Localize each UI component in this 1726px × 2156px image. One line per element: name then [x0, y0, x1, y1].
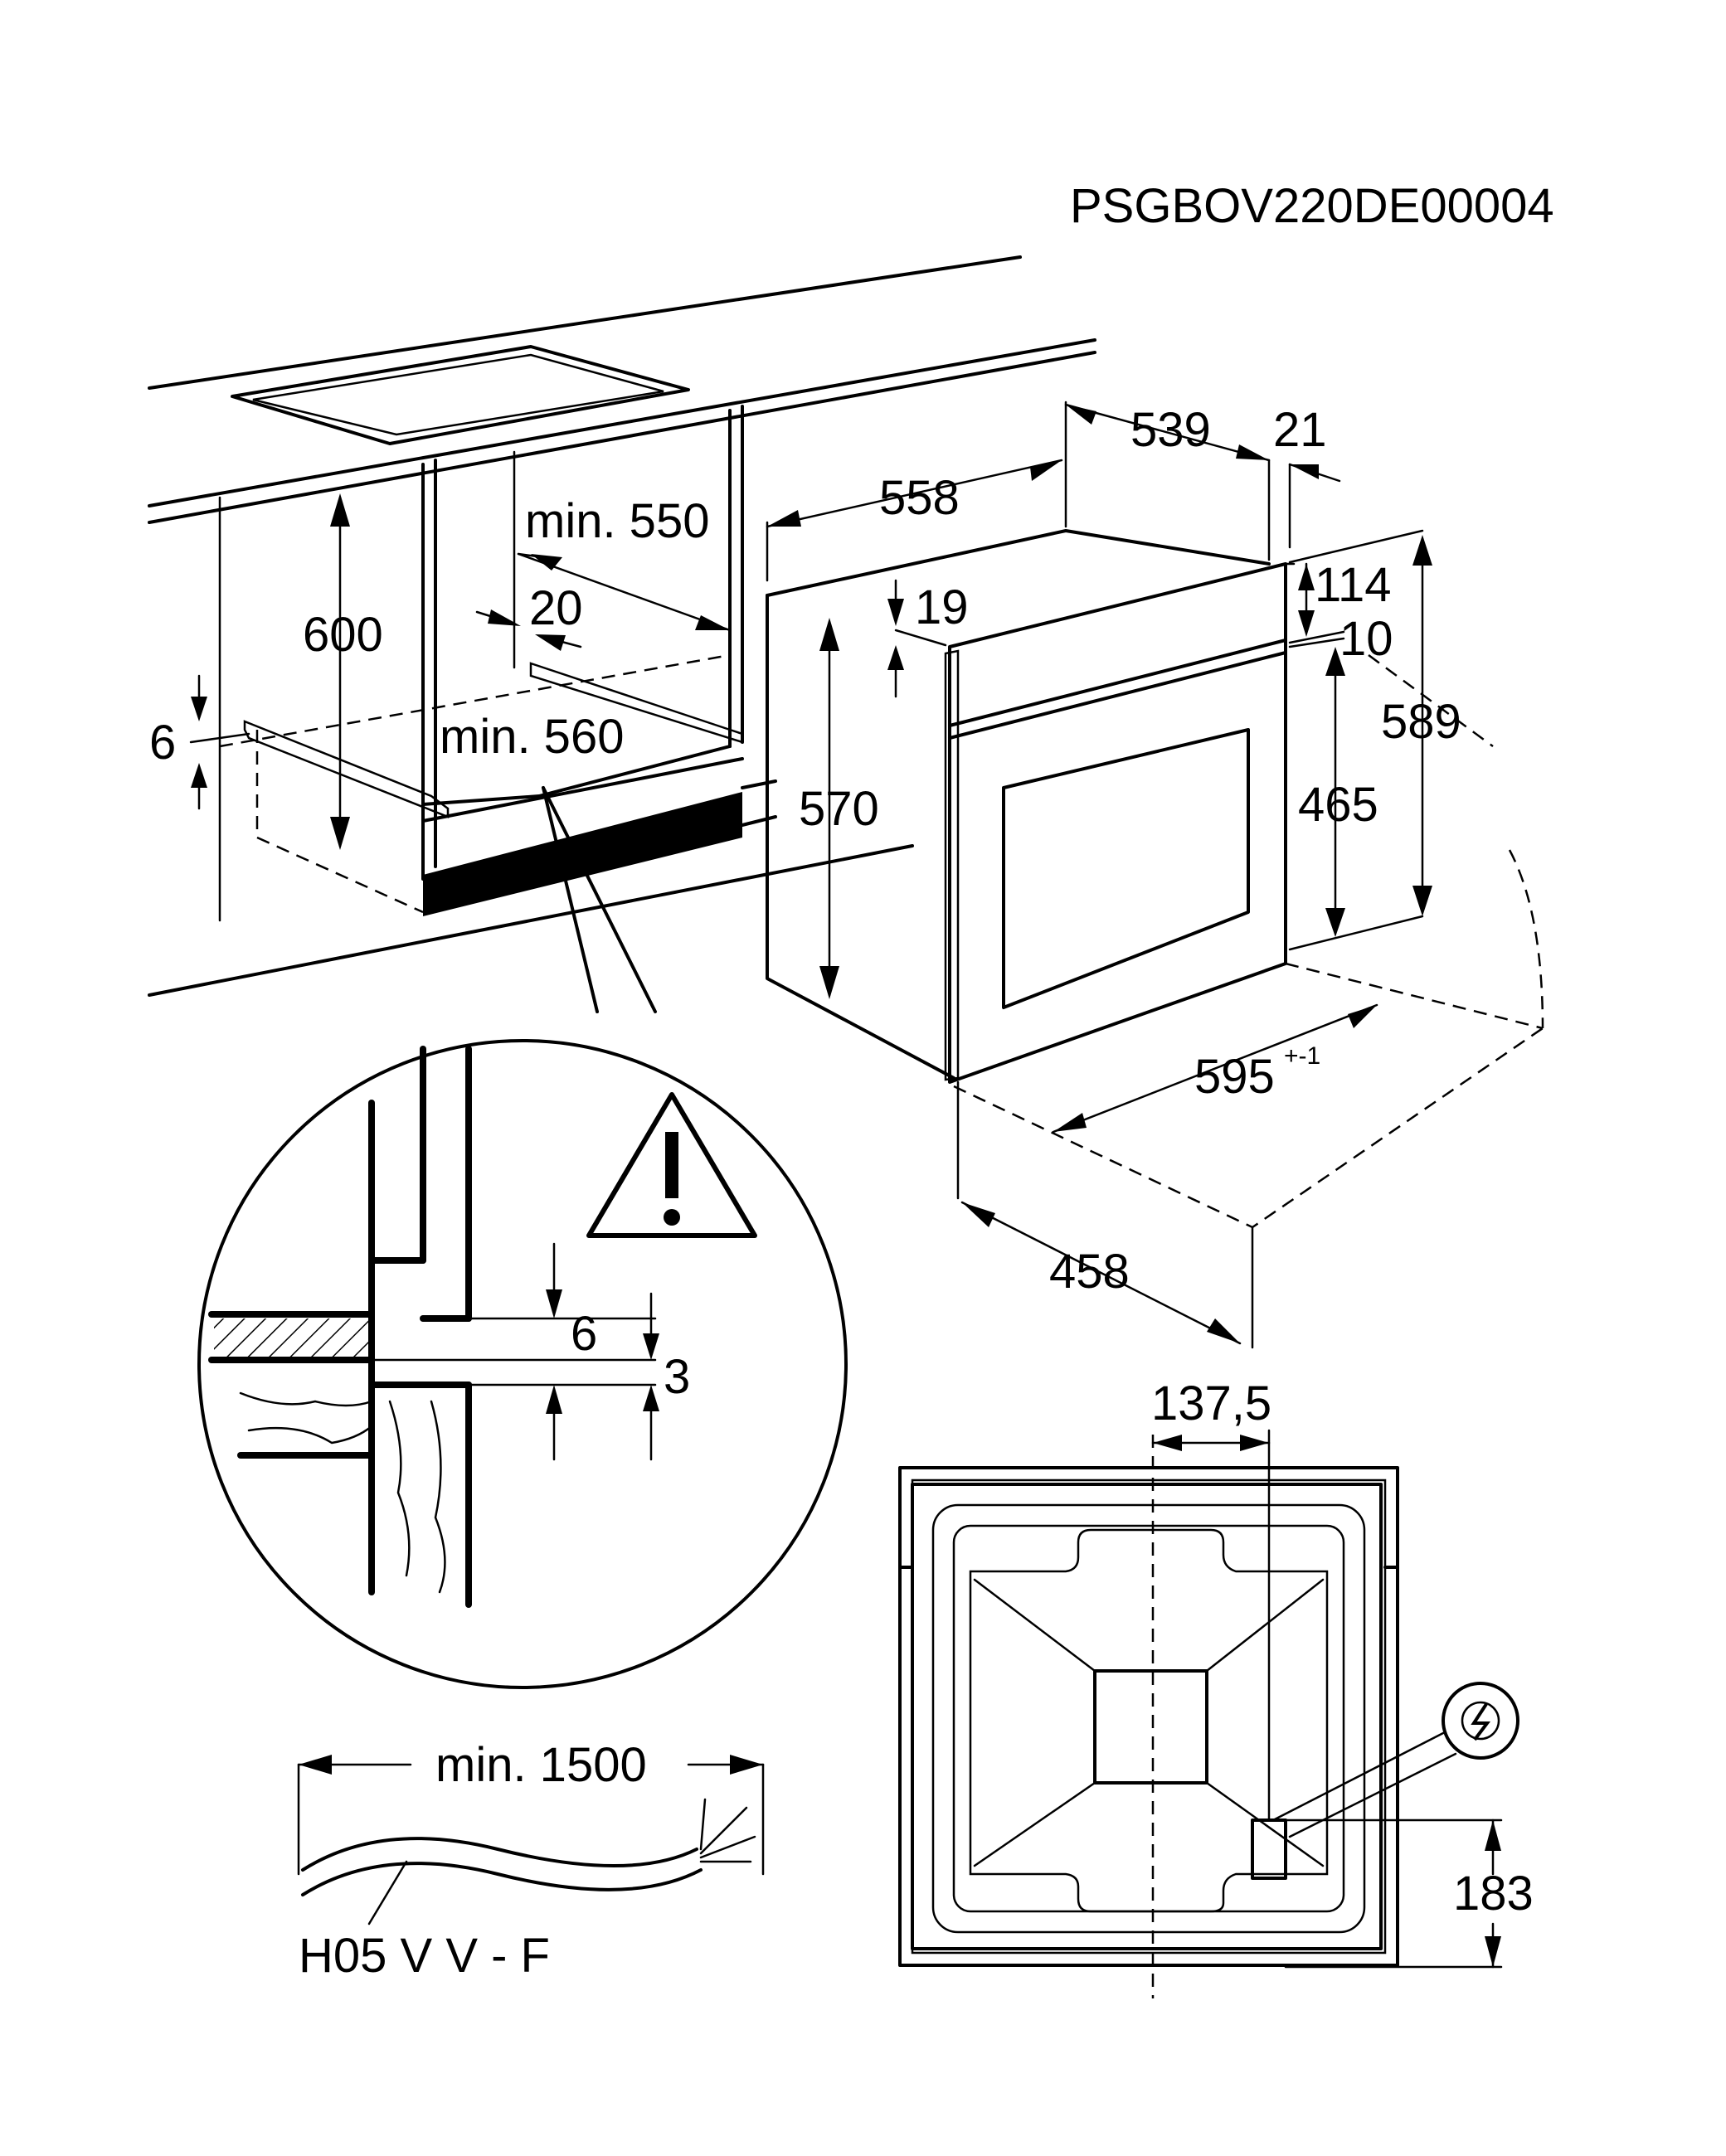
power-connection-icon — [1442, 1682, 1519, 1760]
dim-min-1500: min. 1500 — [435, 1738, 647, 1792]
hob-cutout — [231, 345, 690, 445]
dim-595: 595 — [1194, 1050, 1275, 1104]
warning-icon — [586, 1092, 757, 1238]
dim-570: 570 — [799, 782, 879, 836]
dim-min-550: min. 550 — [525, 494, 709, 548]
dim-20: 20 — [529, 581, 583, 635]
dim-21: 21 — [1273, 403, 1327, 457]
cabinet-drawing — [148, 255, 1096, 1013]
detail-circle — [197, 1039, 848, 1689]
dim-6-rail: 6 — [149, 716, 176, 770]
dim-539: 539 — [1130, 403, 1211, 457]
cable-drawing — [297, 1755, 765, 1925]
oven-back-view — [898, 1429, 1519, 1998]
dim-3-detail: 3 — [664, 1350, 690, 1404]
dim-137-5: 137,5 — [1151, 1377, 1271, 1430]
dim-589: 589 — [1381, 695, 1461, 749]
dim-465: 465 — [1298, 778, 1378, 832]
dim-558: 558 — [879, 471, 960, 525]
dim-595-tolerance: +-1 — [1284, 1042, 1320, 1070]
drawing-code: PSGBOV220DE00004 — [1070, 179, 1554, 233]
dim-min-560: min. 560 — [440, 710, 624, 764]
dim-6-detail: 6 — [571, 1307, 597, 1361]
dim-458: 458 — [1049, 1245, 1130, 1299]
plinth-gap — [423, 792, 742, 916]
dim-183: 183 — [1453, 1867, 1534, 1920]
oven-drawing — [766, 401, 1544, 1349]
cable-type: H05 V V - F — [299, 1929, 550, 1983]
dim-10: 10 — [1339, 612, 1393, 666]
dim-600: 600 — [303, 608, 383, 662]
dim-19: 19 — [915, 580, 969, 634]
dim-114: 114 — [1315, 558, 1391, 612]
